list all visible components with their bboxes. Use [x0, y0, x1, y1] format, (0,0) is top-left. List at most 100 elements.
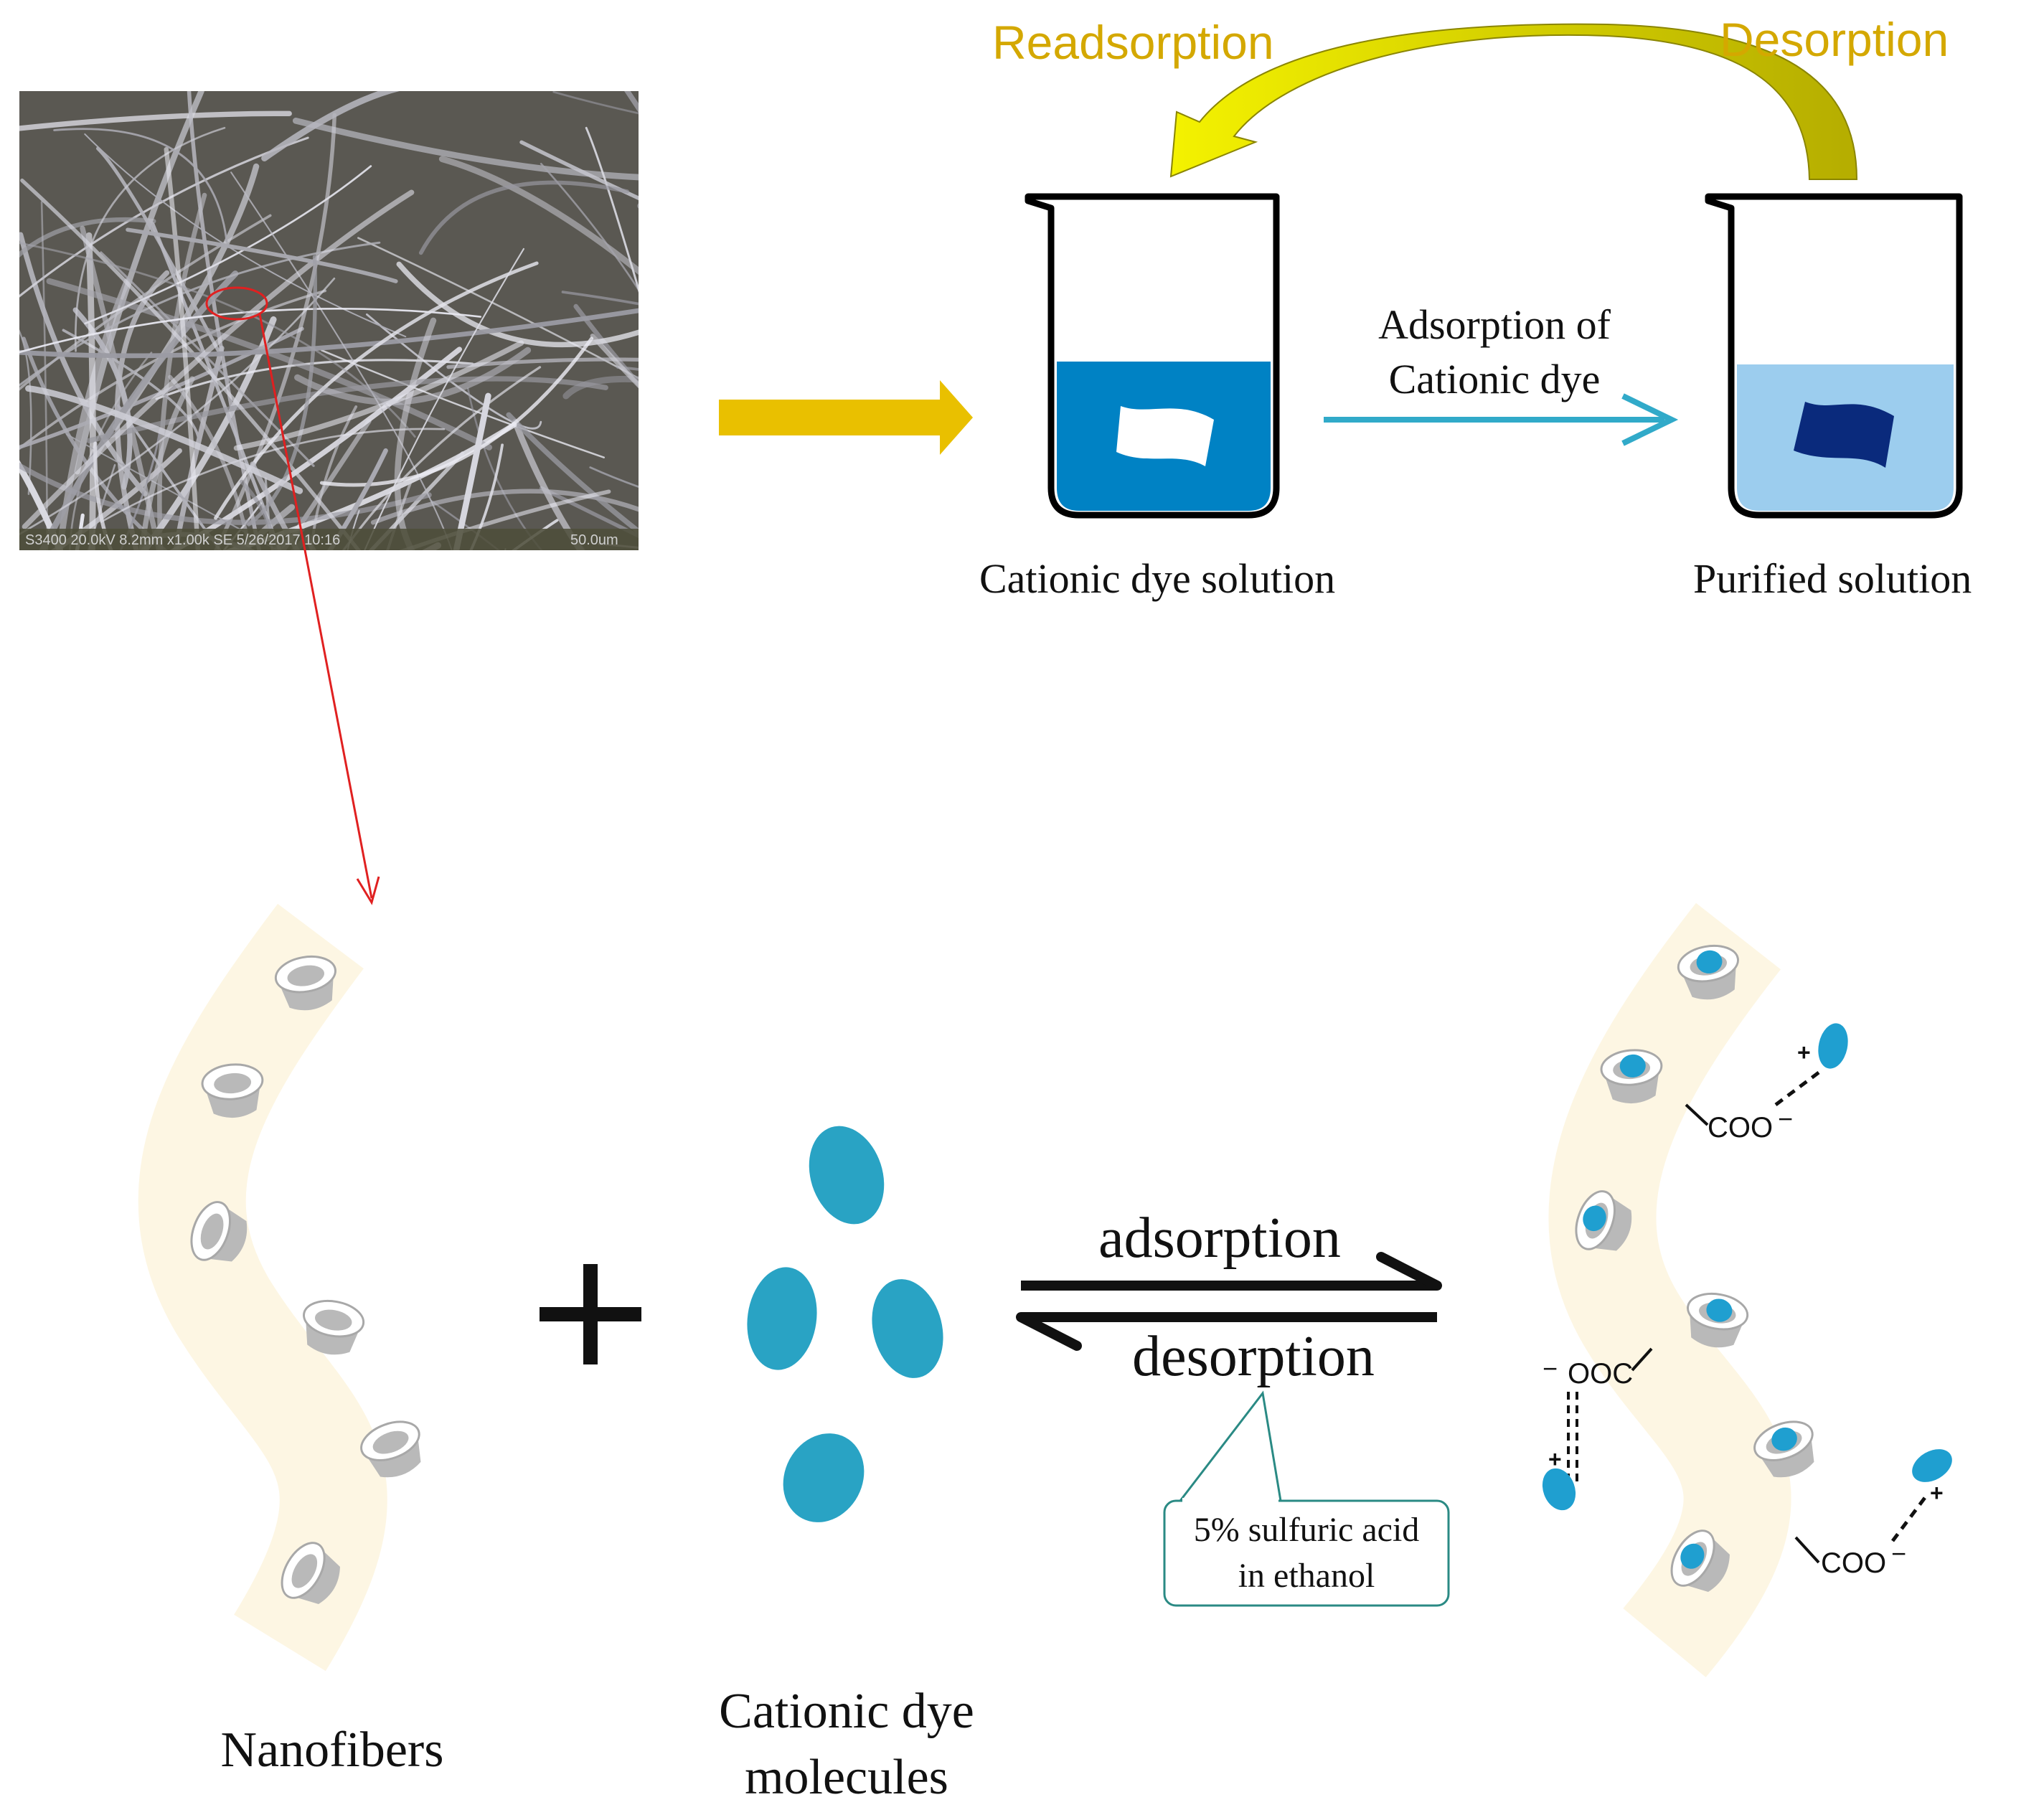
sem-fiber-strand — [624, 91, 639, 113]
sem-fiber-strand — [117, 404, 222, 550]
sem-fiber-strand — [46, 278, 493, 451]
sem-fiber-strand — [100, 428, 446, 523]
dye-filled-cups — [1575, 944, 1814, 1592]
dye-molecules-label-line2: molecules — [745, 1750, 948, 1805]
sem-fiber-strand — [540, 163, 639, 292]
nanofiber-left — [138, 903, 421, 1672]
sem-fiber-strand — [438, 156, 639, 275]
sem-info-strip — [19, 529, 639, 550]
sem-info-text: S3400 20.0kV 8.2mm x1.00k SE 5/26/2017 1… — [25, 532, 340, 548]
sem-fiber-strand — [637, 203, 639, 209]
cyclodextrin-cup — [281, 1542, 340, 1604]
sem-fiber-strand — [19, 214, 272, 391]
sem-fiber-strand — [19, 289, 327, 451]
callout-text-line1: 5% sulfuric acid — [1194, 1511, 1420, 1549]
cup-cavity — [214, 1072, 252, 1094]
coo-bond — [1794, 1536, 1820, 1564]
sem-fiber-strand — [19, 307, 482, 354]
dye-molecules-label-line1: Cationic dye — [719, 1684, 974, 1739]
ooc-label: OOC — [1568, 1358, 1633, 1390]
sem-fiber-strand — [396, 261, 639, 348]
callout-gap — [1182, 1498, 1278, 1504]
sem-fiber-strand — [304, 537, 317, 550]
sem-fiber-strand — [364, 248, 524, 550]
included-dye — [1680, 1543, 1705, 1569]
included-dye — [1706, 1298, 1733, 1322]
desorption-reaction-label: desorption — [1132, 1325, 1375, 1388]
cyclodextrin-cup — [303, 1299, 365, 1355]
process-arrowhead — [1621, 393, 1679, 446]
cyclodextrin-cup — [360, 1420, 421, 1478]
cycle-arrow: Readsorption Desorption — [992, 13, 1949, 180]
sem-fiber-strand — [39, 270, 239, 550]
cyclodextrin-cups — [190, 955, 421, 1604]
purified-label: Purified solution — [1693, 555, 1972, 602]
sem-fiber-strand — [590, 333, 639, 389]
sem-fiber-strand — [19, 217, 156, 258]
dye-solution-label: Cationic dye solution — [979, 555, 1335, 602]
sem-fiber-strand — [164, 146, 201, 550]
sem-fiber-strand — [327, 448, 388, 550]
sem-fiber-strand — [22, 336, 169, 550]
callout-box — [1163, 1499, 1450, 1607]
sem-fiber-strand — [159, 532, 256, 550]
beaker-purified — [1705, 193, 1963, 519]
sem-fiber-strand — [589, 466, 639, 488]
sem-fiber-strand — [453, 392, 491, 550]
sem-micrograph: S3400 20.0kV 8.2mm x1.00k SE 5/26/2017 1… — [19, 91, 639, 550]
nanofibers-label: Nanofibers — [220, 1722, 443, 1778]
sem-fiber-strand — [573, 303, 639, 388]
gold-block-arrow — [719, 380, 973, 455]
sem-fiber-strand — [19, 277, 336, 536]
cyclodextrin-cup — [190, 1201, 248, 1262]
sem-fiber-strand — [19, 136, 309, 298]
sem-fiber-strand — [321, 349, 606, 458]
sem-fiber-strand — [233, 340, 524, 451]
sem-fiber-strand — [418, 180, 629, 255]
cup-cavity — [200, 1213, 224, 1250]
plus-charge: + — [1548, 1446, 1562, 1472]
sem-fiber-strand — [173, 345, 225, 550]
process-arrow: Adsorption of Cationic dye — [1324, 301, 1679, 446]
dye-filled-cup — [1753, 1420, 1814, 1478]
sem-fiber-strand — [239, 479, 278, 550]
sem-fiber-strand — [585, 126, 639, 293]
sem-fiber-strand — [271, 527, 305, 550]
bound-dye-molecule — [1912, 1449, 1952, 1482]
dye-filled-cup — [1677, 944, 1739, 1000]
minus-charge: − — [1778, 1104, 1793, 1133]
plus-vertical — [583, 1264, 598, 1364]
sem-fiber-strand — [126, 227, 398, 283]
dye-filled-cup — [1575, 1190, 1632, 1251]
dye-molecule — [809, 1126, 885, 1225]
coo-label: COO — [1821, 1547, 1886, 1579]
ionic-bond-dashed — [1890, 1494, 1928, 1542]
dye-molecule-cluster — [747, 1126, 943, 1522]
sem-fiber-strand — [96, 146, 221, 354]
forward-arrow-barb — [1376, 1252, 1442, 1291]
minus-charge: − — [1891, 1539, 1906, 1568]
sem-fiber-strand — [506, 412, 639, 535]
beaker-outline-2 — [1705, 193, 1963, 519]
nanofiber-right: COO − + − OOC + COO − + — [1542, 902, 1952, 1677]
cyclodextrin-cup — [201, 1063, 264, 1118]
fiber-band — [138, 903, 387, 1672]
sem-fiber-strand — [74, 126, 226, 352]
dye-molecule — [747, 1267, 817, 1370]
sem-fiber-strand — [357, 237, 639, 380]
sem-fiber-strand — [430, 500, 501, 550]
callout-pointer — [1179, 1390, 1282, 1502]
dye-filled-cup — [1670, 1529, 1730, 1592]
dye-molecule — [872, 1279, 943, 1378]
sem-fiber-strand — [399, 489, 611, 550]
sem-fiber-strand — [539, 486, 639, 539]
cyclodextrin-cup — [274, 955, 336, 1011]
sem-fiber-strand — [512, 418, 585, 550]
cup-cavity — [372, 1430, 409, 1454]
equilibrium-arrows: adsorption desorption — [1016, 1207, 1442, 1388]
coo-label: COO — [1708, 1112, 1773, 1144]
plus-charge: + — [1930, 1480, 1944, 1506]
fiber-band-right — [1548, 902, 1791, 1677]
